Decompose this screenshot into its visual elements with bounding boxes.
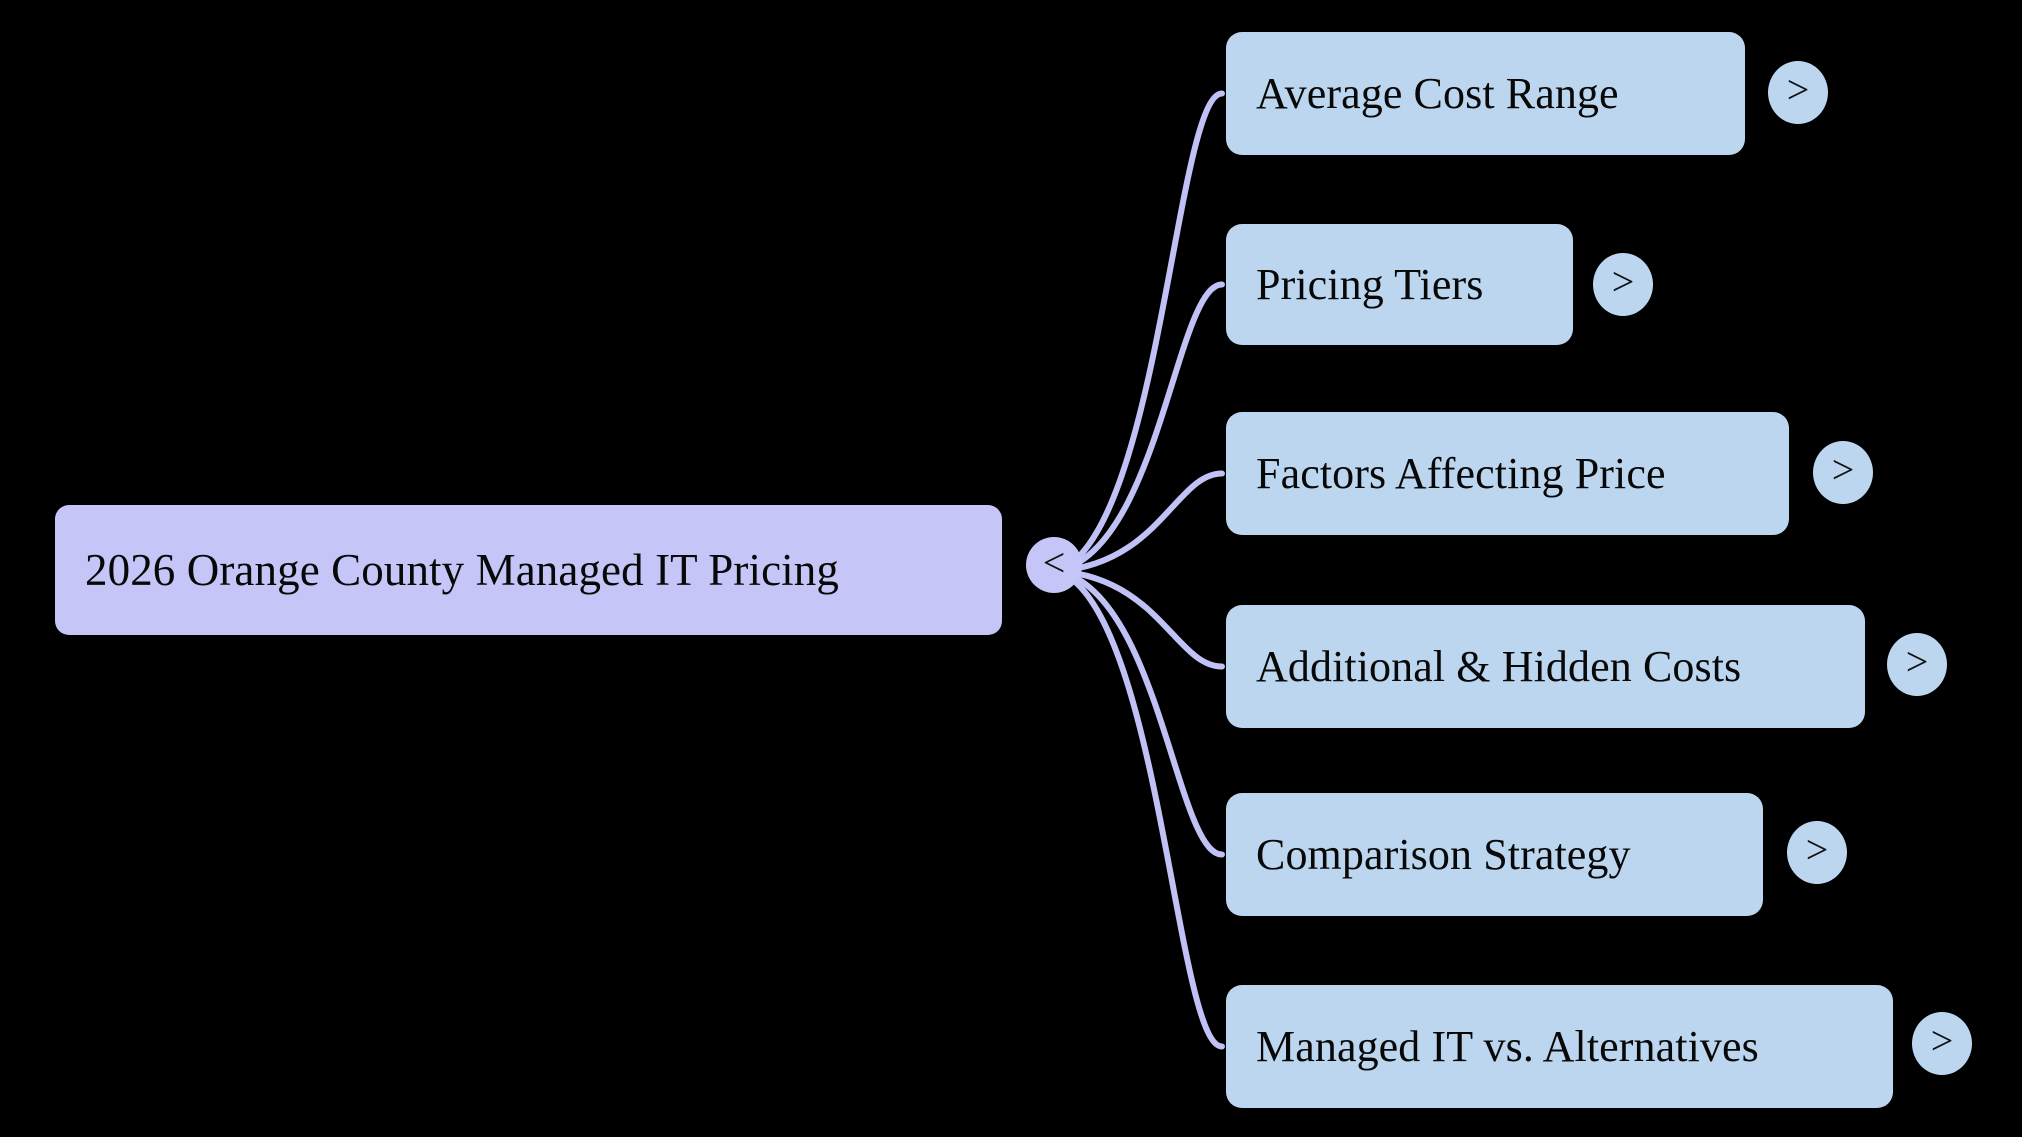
edge-root-to-child (1055, 281, 1225, 574)
child-node[interactable]: Factors Affecting Price (1226, 412, 1789, 535)
child-node-label: Comparison Strategy (1256, 829, 1631, 879)
child-expand-toggle[interactable]: > (1912, 1011, 1972, 1075)
edge-root-to-child (1055, 568, 1225, 670)
child-node-label: Factors Affecting Price (1256, 448, 1666, 498)
edge-root-to-child (1055, 90, 1225, 574)
edge-root-to-child (1055, 568, 1225, 858)
child-node-label: Pricing Tiers (1256, 259, 1484, 309)
edge-root-to-child (1055, 568, 1225, 1050)
chevron-right-icon: > (1611, 259, 1635, 304)
chevron-right-icon: > (1930, 1018, 1954, 1063)
chevron-right-icon: > (1805, 827, 1829, 872)
child-expand-toggle[interactable]: > (1787, 820, 1847, 884)
root-node-label: 2026 Orange County Managed IT Pricing (85, 544, 839, 595)
child-node-label: Additional & Hidden Costs (1256, 641, 1742, 691)
chevron-right-icon: > (1831, 447, 1855, 492)
child-expand-toggle[interactable]: > (1887, 632, 1947, 696)
child-node[interactable]: Comparison Strategy (1226, 793, 1763, 916)
child-node[interactable]: Additional & Hidden Costs (1226, 605, 1865, 728)
chevron-right-icon: > (1786, 67, 1810, 112)
root-collapse-toggle[interactable]: < (1026, 537, 1082, 593)
root-node[interactable]: 2026 Orange County Managed IT Pricing (55, 505, 1002, 635)
child-expand-toggle[interactable]: > (1813, 440, 1873, 504)
child-expand-toggle[interactable]: > (1768, 60, 1828, 124)
chevron-left-icon: < (1042, 540, 1066, 585)
edge-root-to-child (1055, 470, 1225, 574)
child-node[interactable]: Pricing Tiers (1226, 224, 1573, 345)
child-expand-toggle[interactable]: > (1593, 252, 1653, 316)
child-node-label: Average Cost Range (1256, 68, 1619, 118)
child-node-label: Managed IT vs. Alternatives (1256, 1021, 1759, 1071)
child-node[interactable]: Average Cost Range (1226, 32, 1745, 155)
child-node[interactable]: Managed IT vs. Alternatives (1226, 985, 1893, 1108)
chevron-right-icon: > (1905, 639, 1929, 684)
